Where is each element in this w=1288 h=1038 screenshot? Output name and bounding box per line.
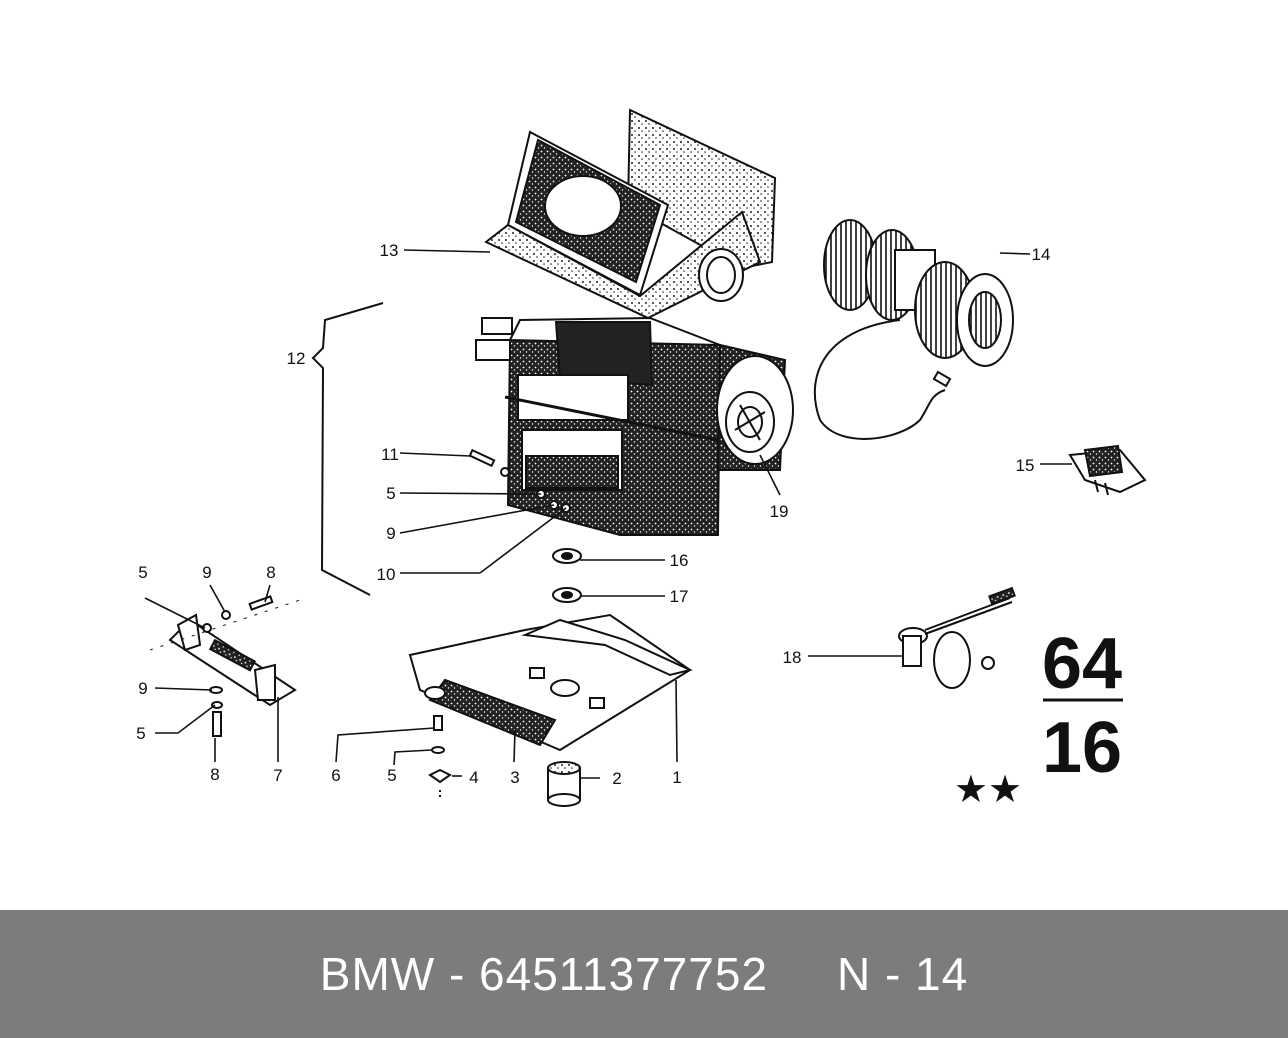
section-number-top: 64 xyxy=(1042,624,1122,704)
leader-lines xyxy=(144,249,1072,779)
callout-5-bottom: 5 xyxy=(387,766,396,785)
footer-bar: BMW - 64511377752 N - 14 xyxy=(0,910,1288,1038)
callout-5-side: 5 xyxy=(136,724,145,743)
callout-9-top: 9 xyxy=(202,563,211,582)
parts-diagram: 1 2 3 4 5 5 5 5 6 7 8 8 9 9 9 10 11 12 1… xyxy=(136,108,1147,811)
callout-9-heater: 9 xyxy=(386,524,395,543)
callout-11: 11 xyxy=(381,445,399,464)
rating-stars: ★★ xyxy=(954,767,1022,811)
grommet-17 xyxy=(552,587,582,603)
callout-10: 10 xyxy=(377,565,396,584)
callout-5-top: 5 xyxy=(138,563,147,582)
rubber-mount xyxy=(547,761,581,807)
upper-air-duct-housing xyxy=(484,108,777,320)
callout-12: 12 xyxy=(287,349,306,368)
callout-5-heater: 5 xyxy=(386,484,395,503)
blower-motor xyxy=(813,219,1014,440)
main-mounting-bracket xyxy=(408,613,693,752)
heater-box-assembly xyxy=(475,316,794,536)
callout-13: 13 xyxy=(380,241,399,260)
callout-15: 15 xyxy=(1016,456,1035,475)
grommet-16 xyxy=(552,548,582,564)
callout-19: 19 xyxy=(770,502,789,521)
callout-14: 14 xyxy=(1032,245,1051,264)
section-number-bottom: 16 xyxy=(1042,708,1122,788)
callout-17: 17 xyxy=(670,587,689,606)
callout-8-bottom: 8 xyxy=(210,765,219,784)
callout-4: 4 xyxy=(469,768,478,787)
callout-9-side: 9 xyxy=(138,679,147,698)
callout-7: 7 xyxy=(273,766,282,785)
callout-1: 1 xyxy=(672,768,681,787)
callout-8-top: 8 xyxy=(266,563,275,582)
callout-labels: 1 2 3 4 5 5 5 5 6 7 8 8 9 9 9 10 11 12 1… xyxy=(136,241,1050,788)
callout-18: 18 xyxy=(783,648,802,667)
assembly-bracket-line xyxy=(311,302,384,596)
callout-3: 3 xyxy=(510,768,519,787)
fasteners xyxy=(149,448,571,800)
resistor xyxy=(1068,444,1147,496)
section-number: 64 16 ★★ xyxy=(954,624,1123,811)
callout-16: 16 xyxy=(670,551,689,570)
side-bracket xyxy=(168,613,297,707)
temperature-sensor xyxy=(898,586,1016,689)
callout-6: 6 xyxy=(331,766,340,785)
callout-2: 2 xyxy=(612,769,621,788)
part-number-caption: BMW - 64511377752 N - 14 xyxy=(319,948,969,1000)
exploded-view-drawing: 1 2 3 4 5 5 5 5 6 7 8 8 9 9 9 10 11 12 1… xyxy=(136,108,1147,811)
